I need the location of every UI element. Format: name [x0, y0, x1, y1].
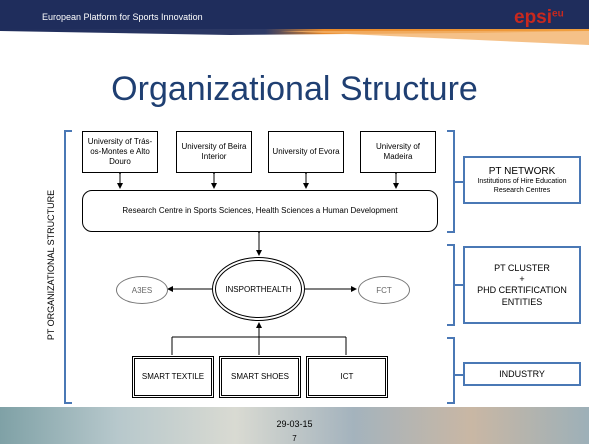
industry-bracket [447, 337, 455, 404]
header-bar [0, 0, 589, 31]
epsi-logo: epsieu [514, 7, 584, 31]
industry-group-box: INDUSTRY [463, 362, 581, 386]
network-bracket [447, 130, 455, 233]
footer-photo-strip [0, 407, 589, 444]
university-box-utad: University of Trás-os-Montes e Alto Dour… [82, 131, 158, 173]
university-box-madeira: University of Madeira [360, 131, 436, 173]
insporthealth-node: INSPORTHEALTH [212, 257, 305, 321]
university-box-evora: University of Evora [268, 131, 344, 173]
research-centre-box: Research Centre in Sports Sciences, Heal… [82, 190, 438, 232]
industry-box-smart-shoes: SMART SHOES [219, 356, 301, 398]
pt-network-subtitle: Institutions of Hire Education Research … [477, 177, 567, 194]
cluster-bracket [447, 244, 455, 326]
logo-text: epsi [514, 7, 553, 28]
industry-box-ict: ICT [306, 356, 388, 398]
pt-network-title: PT NETWORK [488, 165, 556, 177]
pt-cluster-box: PT CLUSTER + PHD CERTIFICATION ENTITIES [463, 246, 581, 324]
side-label: PT ORGANIZATIONAL STRUCTURE [42, 160, 60, 370]
footer-date: 29-03-15 [276, 419, 313, 429]
pt-cluster-line3: PHD CERTIFICATION ENTITIES [477, 285, 567, 307]
page-title: Organizational Structure [111, 70, 478, 108]
logo-superscript: eu [552, 8, 564, 20]
insporthealth-label: INSPORTHEALTH [215, 260, 302, 318]
page-number: 7 [292, 434, 297, 443]
university-box-ubi: University of Beira Interior [176, 131, 252, 173]
header-accent-stripe [0, 29, 589, 45]
side-label-text: PT ORGANIZATIONAL STRUCTURE [46, 189, 57, 341]
a3es-node: A3ES [116, 276, 168, 304]
pt-cluster-line1: PT CLUSTER [494, 263, 550, 273]
pt-cluster-line2: + [519, 274, 525, 284]
platform-tagline: European Platform for Sports Innovation [42, 12, 203, 22]
industry-box-smart-textile: SMART TEXTILE [132, 356, 214, 398]
fct-node: FCT [358, 276, 410, 304]
left-bracket [64, 130, 72, 404]
industry-group-title: INDUSTRY [499, 369, 545, 379]
pt-network-box: PT NETWORK Institutions of Hire Educatio… [463, 156, 581, 204]
